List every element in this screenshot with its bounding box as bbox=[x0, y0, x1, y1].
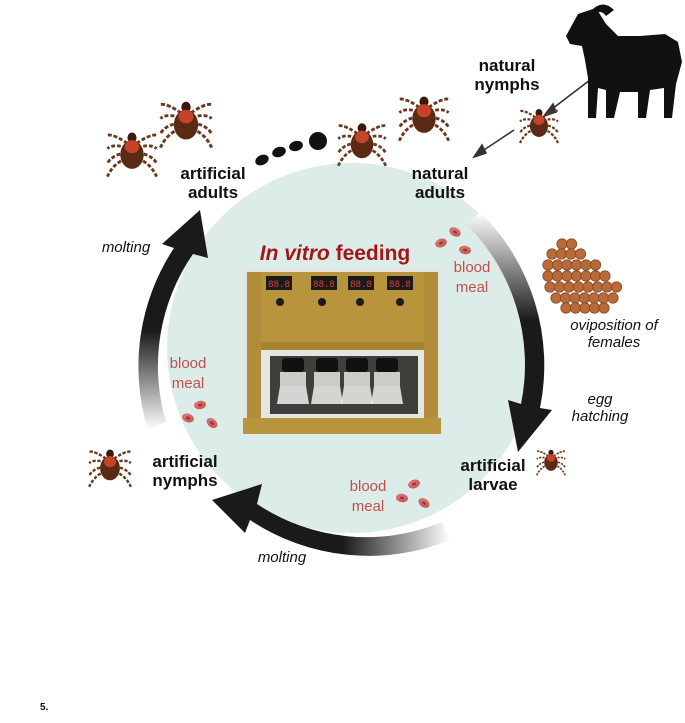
device-knob bbox=[356, 298, 364, 306]
tick-artificial-adult-male bbox=[159, 101, 213, 149]
label-oviposition: oviposition of females bbox=[570, 317, 658, 351]
feeder-unit bbox=[277, 358, 309, 404]
label-artificial-larvae: artificial larvae bbox=[460, 456, 526, 495]
feeder-unit bbox=[341, 358, 373, 404]
tick-artificial-larva bbox=[536, 449, 566, 476]
arc-arrow-bottom bbox=[212, 484, 450, 556]
goat-arrows bbox=[472, 79, 591, 159]
device-display bbox=[387, 276, 413, 290]
arc-arrow-right bbox=[466, 212, 552, 452]
blood-cell-center bbox=[185, 416, 191, 420]
blood-cell-center bbox=[209, 421, 215, 425]
blood-cell-center bbox=[197, 403, 203, 407]
blood-cell-center bbox=[411, 482, 417, 486]
blood-cell-center bbox=[399, 496, 405, 500]
blood-cell-center bbox=[452, 230, 458, 234]
label-molting-left: molting bbox=[101, 239, 151, 256]
label-natural-nymphs: natural nymphs bbox=[474, 56, 540, 95]
blood-cell-center bbox=[462, 248, 468, 252]
device-display bbox=[311, 276, 337, 290]
device-display-value: 88.8 bbox=[268, 280, 290, 290]
device-display-value: 88.8 bbox=[350, 280, 372, 290]
blood-cell-center bbox=[438, 241, 444, 245]
blood-cell-center bbox=[421, 501, 427, 505]
label-natural-adults: natural adults bbox=[411, 164, 469, 203]
in-vitro-feeding-title: In vitro feeding bbox=[240, 242, 430, 266]
feeder-unit bbox=[311, 358, 343, 404]
device-display bbox=[348, 276, 374, 290]
device-knob bbox=[396, 298, 404, 306]
feeding-device-photo: 88.8 88.8 88.8 88.8 bbox=[243, 268, 441, 434]
figure-number: 5. bbox=[40, 702, 49, 713]
label-artificial-nymphs: artificial nymphs bbox=[152, 452, 218, 491]
tick-artificial-adult-female bbox=[106, 132, 158, 178]
label-molting-bottom: molting bbox=[257, 549, 307, 566]
title-italic: In vitro bbox=[259, 242, 330, 265]
device-display-value: 88.8 bbox=[313, 280, 335, 290]
tick-natural-adult-male bbox=[398, 96, 450, 142]
dotted-connector bbox=[255, 132, 327, 166]
label-blood-meal-right: blood meal bbox=[453, 259, 491, 296]
tick-natural-adult-female bbox=[337, 123, 387, 167]
label-egg-hatching: egg hatching bbox=[571, 391, 629, 425]
device-display-value: 88.8 bbox=[389, 280, 411, 290]
title-rest: feeding bbox=[329, 242, 411, 265]
arc-arrow-left bbox=[138, 210, 208, 430]
device-knob bbox=[318, 298, 326, 306]
tick-artificial-nymph bbox=[88, 449, 132, 488]
feeder-unit bbox=[371, 358, 403, 404]
tick-natural-nymph bbox=[519, 109, 559, 144]
label-blood-meal-bottom: blood meal bbox=[349, 478, 387, 515]
device-knob bbox=[276, 298, 284, 306]
label-artificial-adults: artificial adults bbox=[180, 164, 246, 203]
egg-cluster bbox=[542, 238, 623, 314]
blood-cells bbox=[182, 227, 471, 508]
goat-icon bbox=[566, 4, 682, 118]
device-display bbox=[266, 276, 292, 290]
label-blood-meal-left: blood meal bbox=[169, 355, 207, 392]
